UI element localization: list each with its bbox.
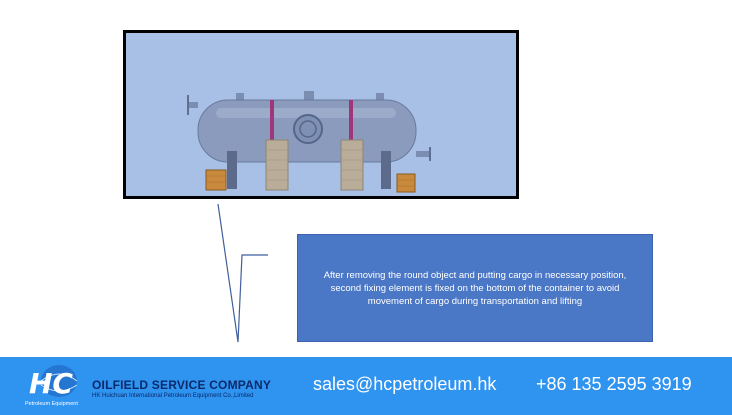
contact-email-link[interactable]: sales@hcpetroleum.hk: [313, 374, 497, 394]
logo-letters: HC: [29, 367, 73, 400]
top-nozzle-right: [376, 93, 384, 102]
wooden-block-right: [340, 139, 364, 191]
strap-band-left: [270, 100, 274, 162]
vessel-illustration: [123, 30, 519, 199]
globe-logo-icon: HC: [29, 365, 78, 400]
company-name: OILFIELD SERVICE COMPANY: [92, 378, 272, 392]
footer-bar: HC Petroleum Equipment: [0, 357, 732, 415]
right-nozzle: [416, 151, 430, 157]
wooden-block-left: [265, 139, 289, 191]
contact-phone: +86 135 2595 3919: [536, 374, 692, 394]
top-nozzle-center: [304, 91, 314, 101]
cargo-crate-left: [205, 169, 227, 191]
instruction-note-text: After removing the round object and putt…: [323, 269, 627, 307]
company-logo: HC Petroleum Equipment: [25, 363, 87, 411]
manway-flange: [293, 114, 323, 144]
cargo-crate-right: [396, 173, 416, 193]
support-leg-right: [381, 151, 391, 189]
support-leg-left: [227, 151, 237, 189]
left-nozzle: [188, 102, 198, 108]
strap-band-right: [349, 100, 353, 162]
company-subtitle: HK Huichuan International Petroleum Equi…: [92, 393, 254, 399]
logo-subtitle: Petroleum Equipment: [25, 401, 78, 407]
instruction-note-box: After removing the round object and putt…: [297, 234, 653, 342]
top-nozzle-left: [236, 93, 244, 102]
